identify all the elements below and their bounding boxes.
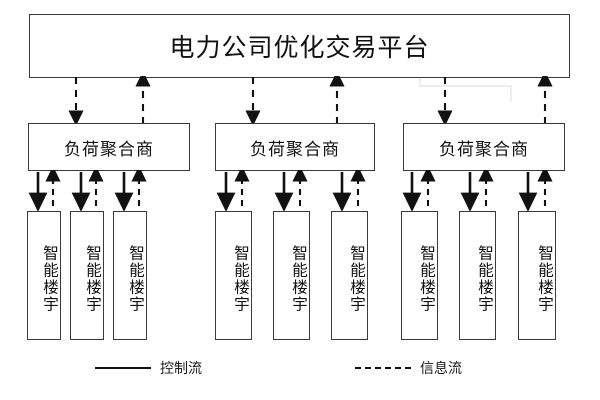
aggregator-label-2: 负荷聚合商 (250, 139, 340, 159)
aggregator-box-1: 负荷聚合商 (28, 123, 190, 171)
aggregator-building-connectors (28, 170, 553, 212)
building-box-8: 智能楼宇 (459, 211, 496, 340)
building-box-5: 智能楼宇 (273, 211, 310, 340)
building-label-9: 智能楼宇 (536, 244, 553, 313)
building-label-3: 智能楼宇 (127, 244, 144, 313)
building-label-6: 智能楼宇 (348, 244, 365, 313)
legend-control-flow-label: 控制流 (160, 361, 202, 377)
building-box-3: 智能楼宇 (113, 211, 147, 340)
building-label-8: 智能楼宇 (476, 244, 493, 313)
building-box-6: 智能楼宇 (331, 211, 368, 340)
building-box-2: 智能楼宇 (70, 211, 104, 340)
building-label-5: 智能楼宇 (290, 244, 307, 313)
legend-information-flow: 信息流 (355, 358, 462, 378)
building-label-2: 智能楼宇 (84, 244, 101, 313)
building-label-7: 智能楼宇 (418, 244, 435, 313)
building-label-4: 智能楼宇 (232, 244, 249, 313)
platform-aggregator-connectors (68, 76, 553, 126)
aggregator-box-2: 负荷聚合商 (215, 123, 375, 171)
control-flow-line-icon (95, 367, 151, 369)
legend-control-flow: 控制流 (95, 358, 202, 378)
aggregator-label-3: 负荷聚合商 (439, 139, 529, 159)
selection-artifact (419, 76, 512, 102)
platform-label: 电力公司优化交易平台 (169, 35, 430, 62)
building-box-4: 智能楼宇 (215, 211, 252, 340)
platform-box: 电力公司优化交易平台 (29, 14, 570, 78)
building-label-1: 智能楼宇 (41, 244, 58, 313)
legend-information-flow-label: 信息流 (420, 361, 462, 377)
building-box-9: 智能楼宇 (518, 211, 556, 340)
building-box-1: 智能楼宇 (27, 211, 61, 340)
aggregator-label-1: 负荷聚合商 (64, 139, 154, 159)
aggregator-box-3: 负荷聚合商 (403, 123, 565, 171)
building-box-7: 智能楼宇 (401, 211, 438, 340)
information-flow-line-icon (355, 367, 411, 369)
